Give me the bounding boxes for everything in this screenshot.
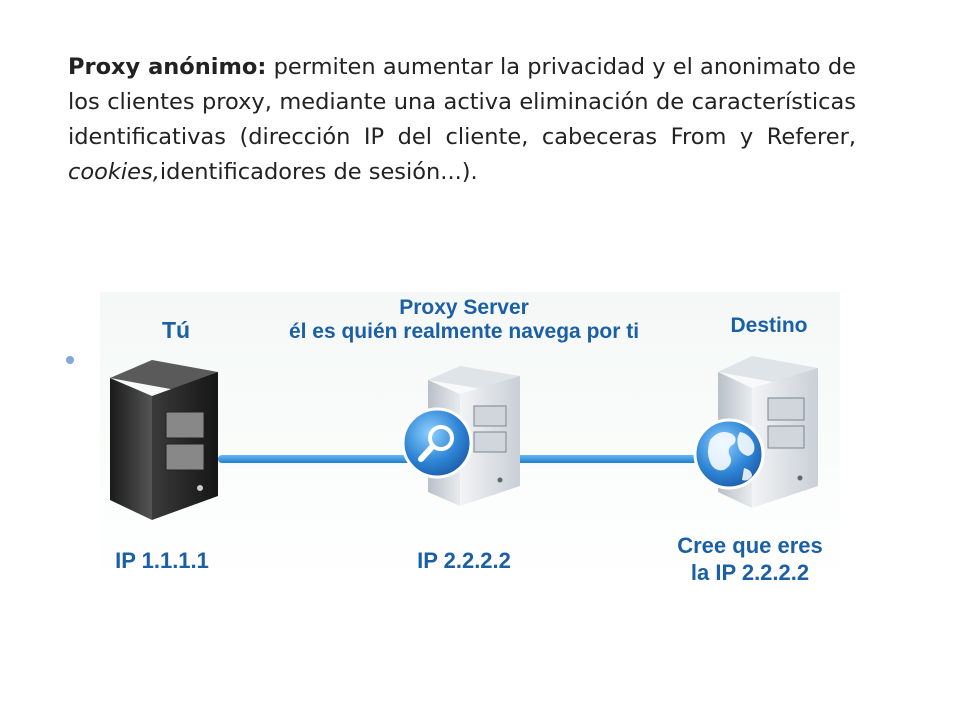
left-ip: IP 1.1.1.1: [115, 548, 209, 573]
left-label: Tú: [162, 317, 190, 343]
term-proxy-anonimo: Proxy anónimo:: [68, 54, 267, 80]
right-note-2: la IP 2.2.2.2: [691, 560, 809, 585]
description-text-b: identificadores de sesión...).: [159, 159, 478, 185]
right-label: Destino: [730, 314, 807, 337]
client-server-icon: [110, 360, 218, 520]
center-title-1: Proxy Server: [399, 296, 529, 319]
globe-icon: [693, 418, 765, 490]
magnifier-icon: [401, 407, 473, 479]
description-text-cookies: cookies,: [68, 159, 160, 185]
description-paragraph: Proxy anónimo: permiten aumentar la priv…: [68, 50, 856, 190]
right-note-1: Cree que eres: [677, 533, 823, 558]
center-ip: IP 2.2.2.2: [417, 548, 511, 573]
description-text-a: permiten aumentar la privacidad y el ano…: [68, 54, 856, 150]
center-title-2: él es quién realmente navega por ti: [289, 320, 639, 343]
bullet-dot: [66, 356, 74, 364]
